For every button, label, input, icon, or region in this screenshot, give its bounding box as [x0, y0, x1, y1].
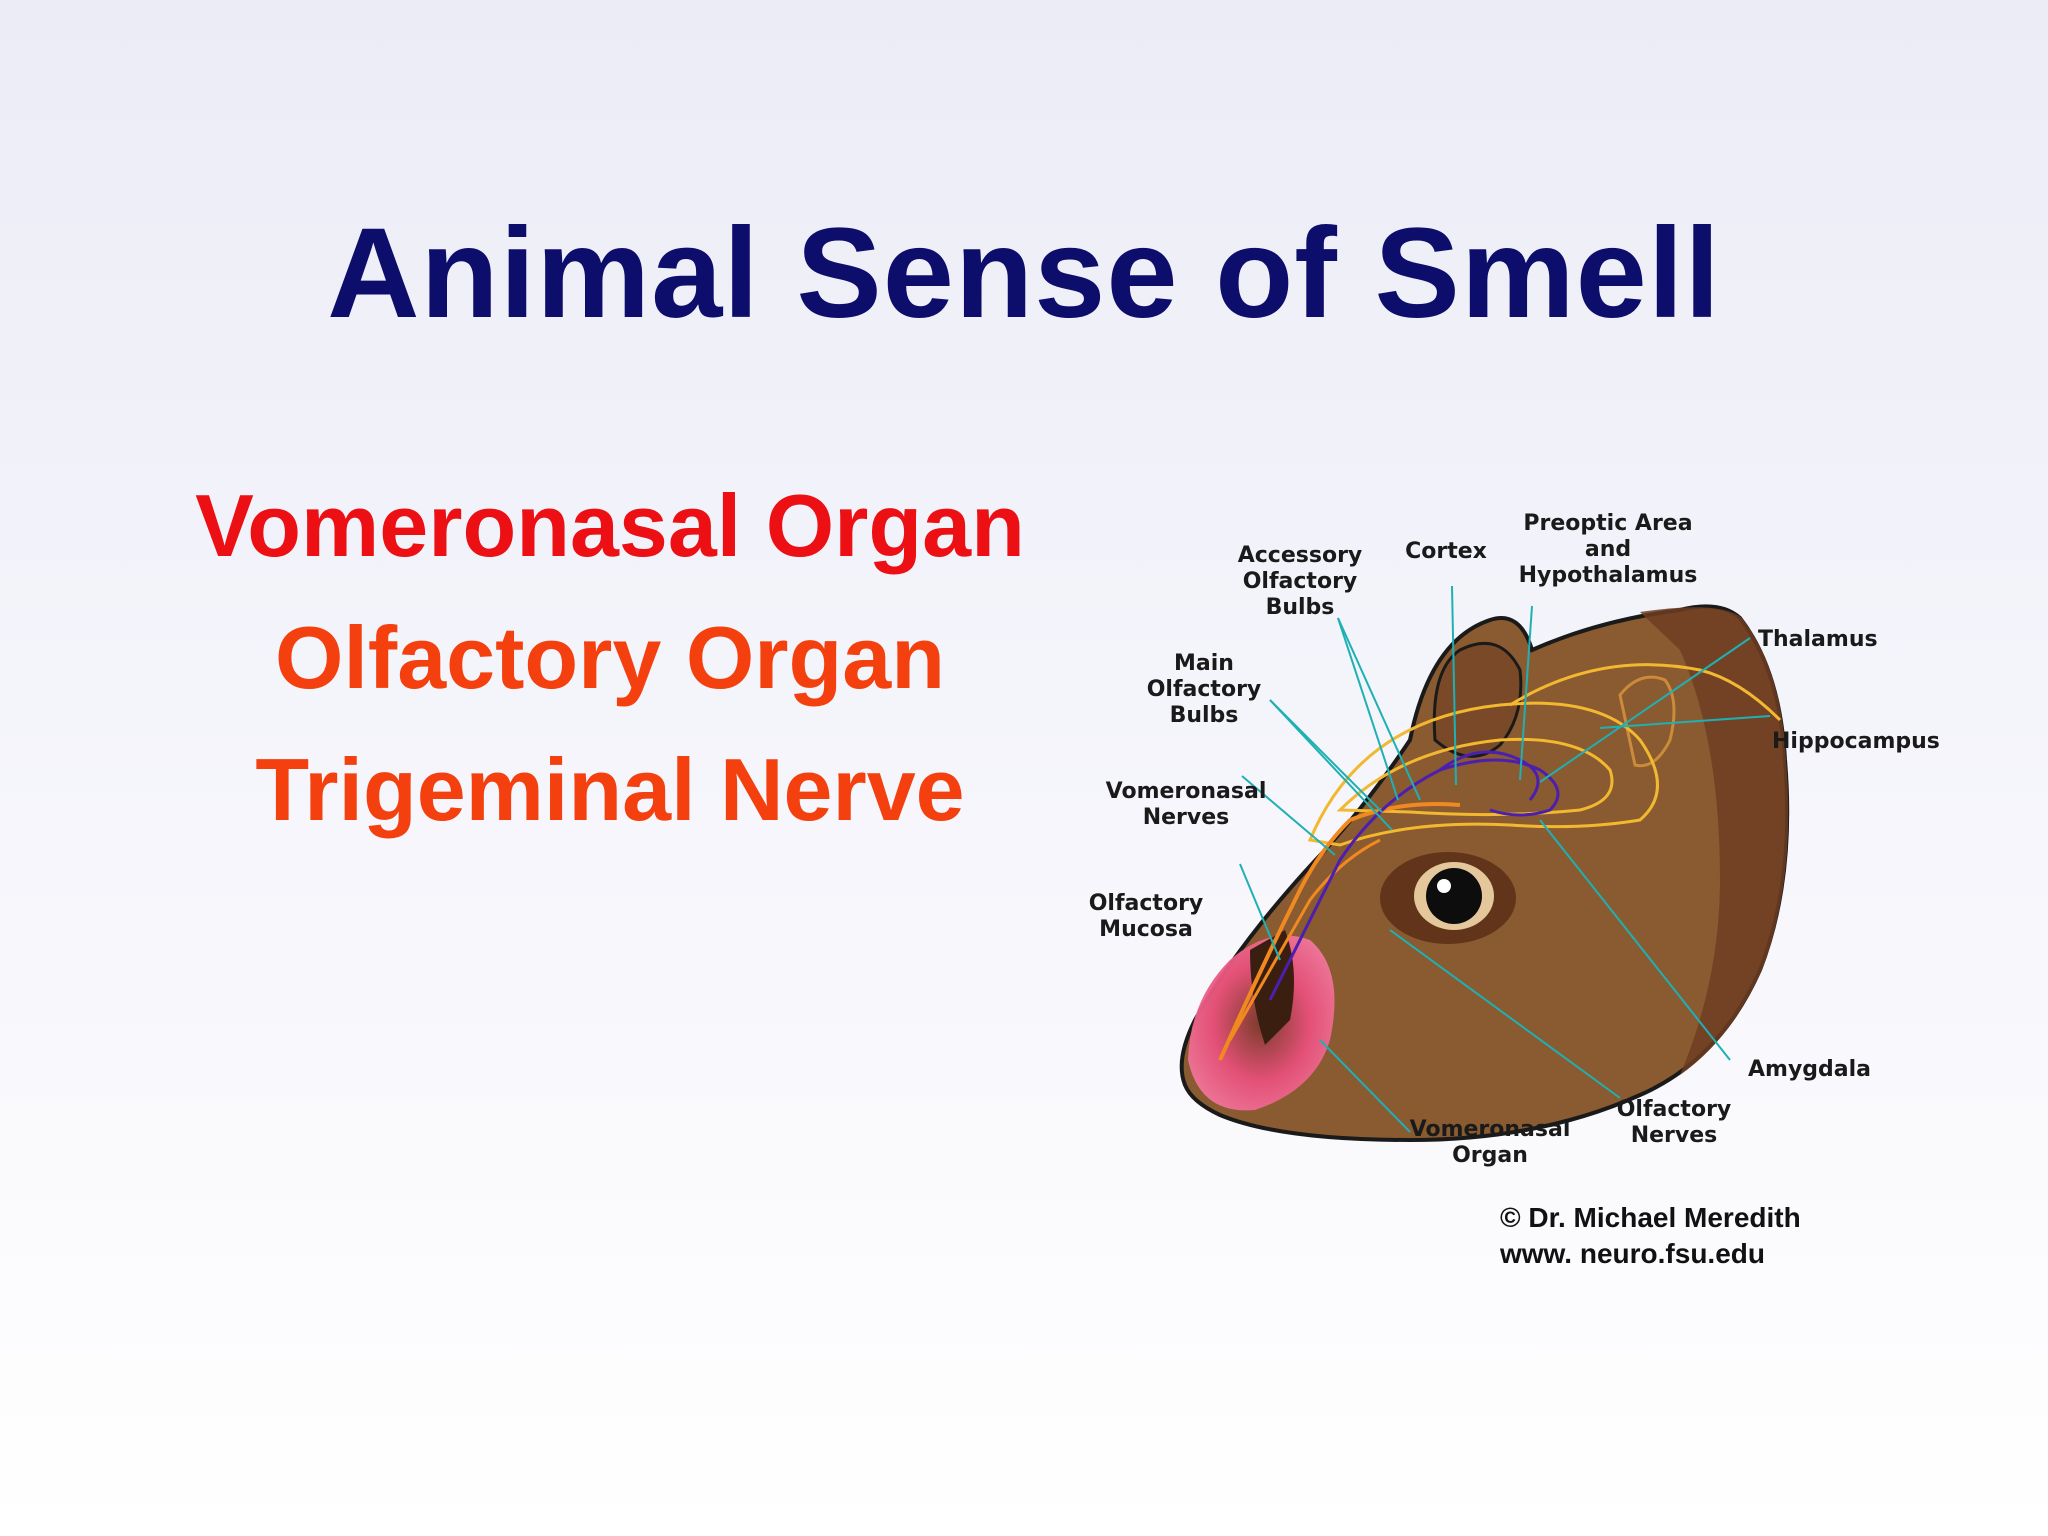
- olfactory-tract: [1218, 802, 1461, 1061]
- label-thalamus: Thalamus: [1758, 627, 1878, 652]
- eye-highlight: [1437, 879, 1451, 893]
- credit-url: www. neuro.fsu.edu: [1500, 1238, 1765, 1269]
- image-credit: © Dr. Michael Meredith www. neuro.fsu.ed…: [1500, 1200, 1801, 1272]
- label-vomeronasal-nerves: Vomeronasal Nerves: [1106, 779, 1267, 830]
- label-cortex: Cortex: [1405, 539, 1487, 564]
- pointer-lines: [1239, 585, 1771, 1133]
- olfactory-pathway-outer: [1307, 701, 1659, 847]
- svg-text:Olfactory: Olfactory: [1147, 677, 1262, 702]
- svg-text:Amygdala: Amygdala: [1748, 1057, 1871, 1082]
- eye: [1426, 868, 1482, 924]
- svg-text:Bulbs: Bulbs: [1170, 703, 1239, 728]
- svg-text:Cortex: Cortex: [1405, 539, 1487, 564]
- bullet-vomeronasal-organ: Vomeronasal Organ: [195, 476, 1025, 575]
- svg-text:Thalamus: Thalamus: [1758, 627, 1878, 652]
- svg-text:Bulbs: Bulbs: [1266, 595, 1335, 620]
- svg-text:Organ: Organ: [1452, 1143, 1528, 1168]
- svg-text:and: and: [1585, 537, 1631, 562]
- svg-text:Main: Main: [1174, 651, 1234, 676]
- svg-text:Olfactory: Olfactory: [1089, 891, 1204, 916]
- label-hippocampus: Hippocampus: [1772, 729, 1940, 754]
- bullet-olfactory-organ: Olfactory Organ: [275, 608, 945, 707]
- label-olfactory-mucosa: Olfactory Mucosa: [1089, 891, 1204, 942]
- svg-text:Hypothalamus: Hypothalamus: [1519, 563, 1698, 588]
- head-rear-shading: [1640, 607, 1789, 1075]
- olfactory-pathway-upper: [1509, 663, 1782, 722]
- svg-text:Accessory: Accessory: [1238, 543, 1363, 568]
- bullet-list: Vomeronasal Organ Olfactory Organ Trigem…: [140, 460, 1080, 856]
- inner-ear-ring: [1618, 675, 1676, 768]
- label-accessory-olfactory-bulbs: Accessory Olfactory Bulbs: [1238, 543, 1363, 620]
- svg-text:Olfactory: Olfactory: [1617, 1097, 1732, 1122]
- svg-text:Preoptic Area: Preoptic Area: [1523, 511, 1692, 536]
- nasal-cavity: [1250, 930, 1294, 1045]
- svg-text:Vomeronasal: Vomeronasal: [1410, 1117, 1571, 1142]
- label-vomeronasal-organ: Vomeronasal Organ: [1410, 1117, 1571, 1168]
- label-olfactory-nerves: Olfactory Nerves: [1617, 1097, 1732, 1148]
- svg-text:Olfactory: Olfactory: [1243, 569, 1358, 594]
- svg-text:Mucosa: Mucosa: [1099, 917, 1193, 942]
- vomeronasal-pathway: [1268, 758, 1560, 1001]
- ear-shape: [1432, 641, 1523, 758]
- credit-author: © Dr. Michael Meredith: [1500, 1202, 1801, 1233]
- label-amygdala: Amygdala: [1748, 1057, 1871, 1082]
- vomeronasal-pathway-loop: [1439, 750, 1540, 801]
- svg-text:Nerves: Nerves: [1631, 1123, 1718, 1148]
- svg-text:Hippocampus: Hippocampus: [1772, 729, 1940, 754]
- svg-text:Vomeronasal: Vomeronasal: [1106, 779, 1267, 804]
- label-main-olfactory-bulbs: Main Olfactory Bulbs: [1147, 651, 1262, 728]
- bullet-trigeminal-nerve: Trigeminal Nerve: [255, 740, 965, 839]
- olfactory-tract-branch: [1228, 838, 1381, 1041]
- slide-title: Animal Sense of Smell: [327, 202, 1721, 345]
- label-preoptic-area-hypothalamus: Preoptic Area and Hypothalamus: [1519, 511, 1698, 588]
- svg-text:Nerves: Nerves: [1143, 805, 1230, 830]
- rodent-head-diagram: Accessory Olfactory Bulbs Cortex Preopti…: [1089, 511, 1940, 1168]
